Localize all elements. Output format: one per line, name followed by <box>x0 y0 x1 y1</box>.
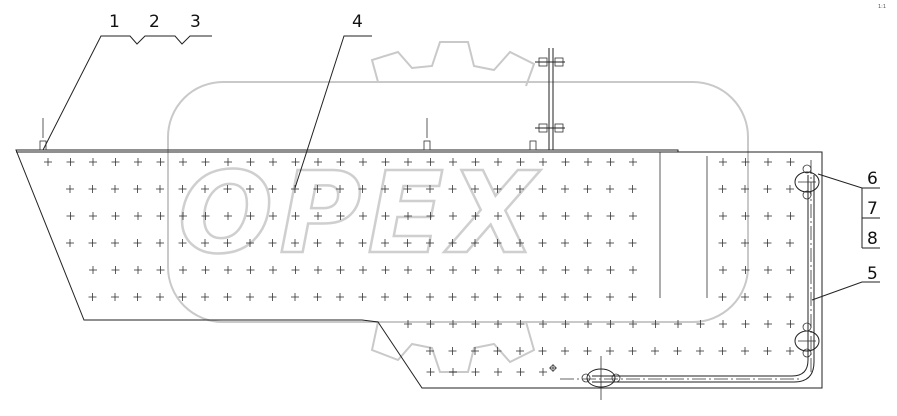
stud-middle <box>423 118 431 151</box>
callout-3: 3 <box>190 12 201 32</box>
callout-5: 5 <box>867 264 878 284</box>
callout-1: 1 <box>109 12 120 32</box>
leader-lines <box>42 35 880 301</box>
watermark-text: OPEX <box>178 149 542 279</box>
callout-2: 2 <box>149 12 160 32</box>
stud-right <box>529 140 537 151</box>
callout-6: 6 <box>867 169 878 189</box>
bolt-bracket <box>535 48 565 150</box>
corner-note: 1:1 <box>878 4 886 10</box>
callout-4: 4 <box>352 12 363 32</box>
watermark-logo: OPEX <box>167 41 749 373</box>
pipe-assembly <box>549 160 820 400</box>
plate-outline <box>15 149 823 389</box>
callout-8: 8 <box>867 229 878 249</box>
callout-7: 7 <box>867 199 878 219</box>
perforation-pattern <box>44 158 795 376</box>
